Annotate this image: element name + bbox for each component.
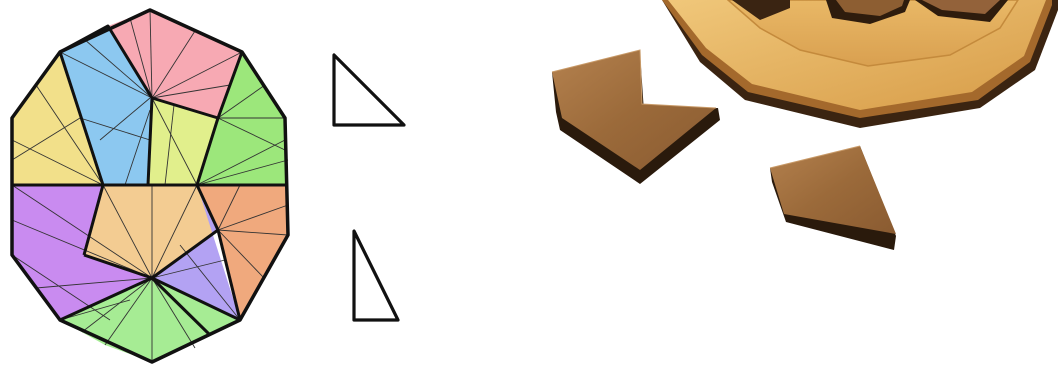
triangle-outline-upper (334, 55, 404, 125)
triangle-outline-lower (354, 231, 398, 320)
wooden-piece-pentagon (770, 146, 896, 250)
wooden-piece-chevron (552, 50, 720, 184)
wooden-tray (662, 0, 1058, 128)
dissection-diagram (12, 10, 288, 362)
